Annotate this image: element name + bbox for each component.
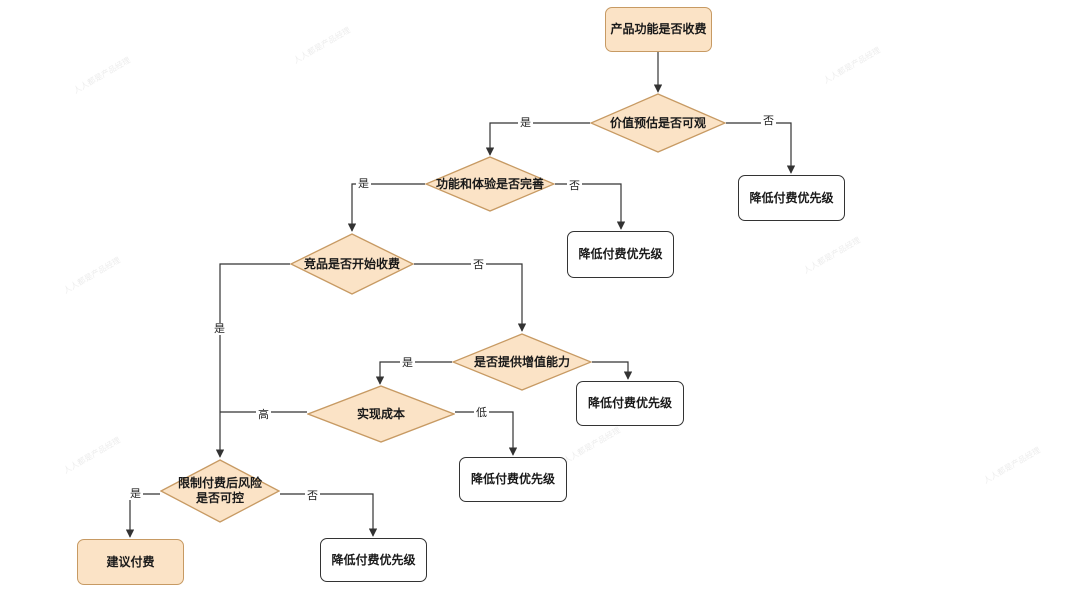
diamond-shape <box>290 233 414 295</box>
decision-risk-label: 限制付费后风险 是否可控 <box>178 476 262 506</box>
edge-addedvalue-yes <box>375 361 452 385</box>
diamond-shape <box>590 93 726 153</box>
decision-complete-label: 功能和体验是否完善 <box>435 176 544 191</box>
decision-risk: 限制付费后风险 是否可控 <box>160 459 280 523</box>
edge-competitor-yes <box>215 263 290 458</box>
edge-label-value-no: 否 <box>761 114 776 127</box>
diamond-shape <box>160 459 280 523</box>
edge-label-cost-low: 低 <box>474 406 489 419</box>
decision-competitor: 竞品是否开始收费 <box>290 233 414 295</box>
suggest-node: 建议付费 <box>77 539 184 585</box>
suggest-node-label: 建议付费 <box>106 554 155 569</box>
lower-priority-label: 降低付费优先级 <box>749 190 834 205</box>
edge-value-yes <box>485 122 590 156</box>
decision-competitor-label: 竞品是否开始收费 <box>303 256 400 271</box>
start-node-label: 产品功能是否收费 <box>610 22 707 36</box>
lower-priority-node-2: 降低付费优先级 <box>567 231 674 278</box>
edge-label-value-yes: 是 <box>518 116 533 129</box>
lower-priority-node-1: 降低付费优先级 <box>738 175 845 221</box>
lower-priority-label: 降低付费优先级 <box>470 472 555 486</box>
edge-value-no <box>726 122 796 174</box>
decision-cost-label: 实现成本 <box>356 406 405 421</box>
start-node: 产品功能是否收费 <box>605 7 712 52</box>
lower-priority-label: 降低付费优先级 <box>587 396 672 410</box>
decision-addedvalue: 是否提供增值能力 <box>452 333 592 391</box>
edge-label-competitor-no: 否 <box>471 258 486 271</box>
lower-priority-node-4: 降低付费优先级 <box>459 457 567 502</box>
edge-risk-yes <box>125 493 160 538</box>
diamond-shape <box>307 385 455 443</box>
lower-priority-node-3: 降低付费优先级 <box>576 381 684 426</box>
lower-priority-label: 降低付费优先级 <box>578 247 663 261</box>
edge-label-addedvalue-yes: 是 <box>400 356 415 369</box>
edge-label-competitor-yes: 是 <box>212 322 227 335</box>
edge-competitor-no <box>414 263 527 332</box>
lower-priority-node-5: 降低付费优先级 <box>320 538 427 582</box>
edge-label-risk-yes: 是 <box>128 487 143 500</box>
decision-risk-label-line1: 限制付费后风险 <box>177 476 262 490</box>
edge-label-cost-high: 高 <box>256 408 271 421</box>
diamond-shape <box>425 156 555 212</box>
decision-value-label: 价值预估是否可观 <box>609 115 706 130</box>
lower-priority-label: 降低付费优先级 <box>331 552 416 567</box>
edge-risk-no <box>280 493 378 537</box>
diamond-shape <box>452 333 592 391</box>
decision-cost: 实现成本 <box>307 385 455 443</box>
decision-value: 价值预估是否可观 <box>590 93 726 153</box>
decision-complete: 功能和体验是否完善 <box>425 156 555 212</box>
edge-label-complete-yes: 是 <box>356 177 371 190</box>
edge-label-risk-no: 否 <box>305 489 320 502</box>
edge-addedvalue-right <box>592 361 633 380</box>
edge-label-complete-no: 否 <box>567 179 582 192</box>
edge-complete-no <box>555 183 626 230</box>
decision-risk-label-line2: 是否可控 <box>195 491 244 505</box>
decision-addedvalue-label: 是否提供增值能力 <box>473 354 570 369</box>
edge-complete-yes <box>347 183 425 232</box>
